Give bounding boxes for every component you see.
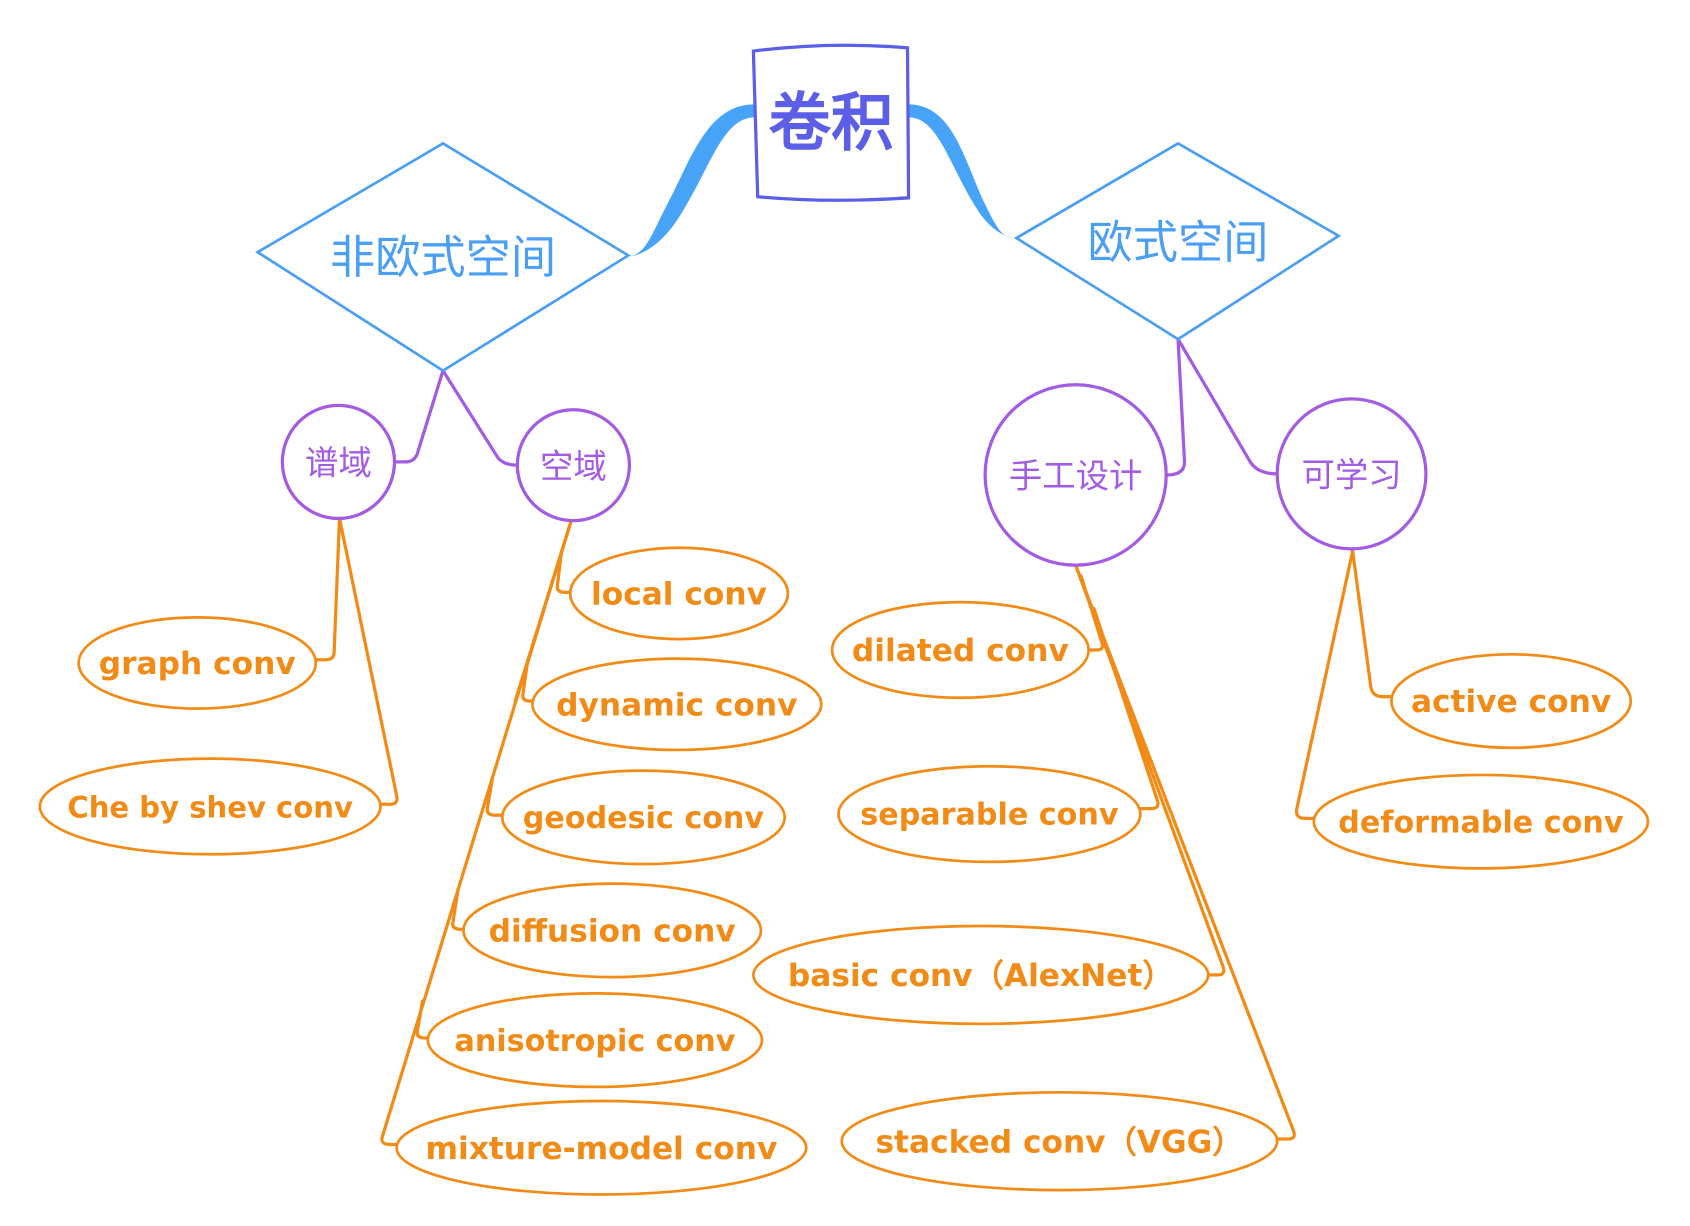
subcategory-spectral-label: 谱域 xyxy=(305,443,372,482)
leaf-node[interactable]: basic conv（AlexNet） xyxy=(752,924,1210,1026)
subcategory-spectral[interactable]: 谱域 xyxy=(280,403,397,521)
category-euclidean-label: 欧式空间 xyxy=(1088,216,1269,269)
connector-euclidean-learnable xyxy=(1176,337,1279,476)
leaf-label: dilated conv xyxy=(852,633,1069,669)
leaf-node[interactable]: anisotropic conv xyxy=(426,992,764,1089)
subcategory-learnable-label: 可学习 xyxy=(1301,455,1401,494)
connector-euclidean-handcrafted xyxy=(1165,337,1187,477)
leaf-node[interactable]: diffusion conv xyxy=(462,882,763,979)
connectors-spectral xyxy=(315,516,399,806)
leaf-label: graph conv xyxy=(99,646,296,682)
leaf-node[interactable]: mixture-model conv xyxy=(395,1099,808,1196)
category-non-euclidean[interactable]: 非欧式空间 xyxy=(255,141,631,373)
leaf-label: deformable conv xyxy=(1338,805,1623,840)
leaf-label: active conv xyxy=(1411,684,1611,720)
leaf-node[interactable]: deformable conv xyxy=(1312,773,1650,870)
connectors-handcrafted xyxy=(1074,563,1296,1141)
category-non-euclidean-label: 非欧式空间 xyxy=(330,231,556,284)
leaf-label: geodesic conv xyxy=(523,801,765,836)
subcategory-handcrafted-label: 手工设计 xyxy=(1009,456,1143,495)
leaf-node[interactable]: separable conv xyxy=(837,764,1142,864)
leaf-label: mixture-model conv xyxy=(425,1131,777,1167)
leaf-node[interactable]: geodesic conv xyxy=(500,769,786,866)
leaf-node[interactable]: dilated conv xyxy=(830,600,1090,700)
connectors-spatial xyxy=(380,518,573,1147)
subcategory-handcrafted[interactable]: 手工设计 xyxy=(983,383,1168,567)
leaf-node[interactable]: graph conv xyxy=(77,615,318,711)
leaf-label: dynamic conv xyxy=(556,687,797,723)
connector-non-euclidean-spatial xyxy=(441,368,519,467)
leaf-label: Che by shev conv xyxy=(67,790,353,824)
subcategory-learnable[interactable]: 可学习 xyxy=(1275,397,1428,551)
subcategory-spatial[interactable]: 空域 xyxy=(515,408,632,523)
root-node[interactable]: 卷积 xyxy=(751,43,911,202)
leaf-label: stacked conv（VGG） xyxy=(875,1124,1243,1160)
leaf-label: local conv xyxy=(591,576,767,612)
leaf-node[interactable]: active conv xyxy=(1390,652,1633,750)
leaf-label: basic conv（AlexNet） xyxy=(788,958,1174,994)
leaf-label: diffusion conv xyxy=(489,913,736,949)
connectors-learnable xyxy=(1294,549,1394,821)
leaf-node[interactable]: Che by shev conv xyxy=(38,757,382,856)
subcategory-spatial-label: 空域 xyxy=(540,447,607,486)
leaf-node[interactable]: local conv xyxy=(568,546,790,641)
connector-root-euclidean xyxy=(908,104,1017,239)
leaf-label: anisotropic conv xyxy=(454,1024,735,1059)
leaf-node[interactable]: dynamic conv xyxy=(531,657,823,752)
category-euclidean[interactable]: 欧式空间 xyxy=(1013,141,1342,341)
leaf-label: separable conv xyxy=(860,798,1119,833)
connector-root-non-euclidean xyxy=(630,104,755,257)
connector-non-euclidean-spectral xyxy=(392,368,445,464)
root-label: 卷积 xyxy=(768,86,893,159)
leaf-node[interactable]: stacked conv（VGG） xyxy=(840,1090,1279,1192)
